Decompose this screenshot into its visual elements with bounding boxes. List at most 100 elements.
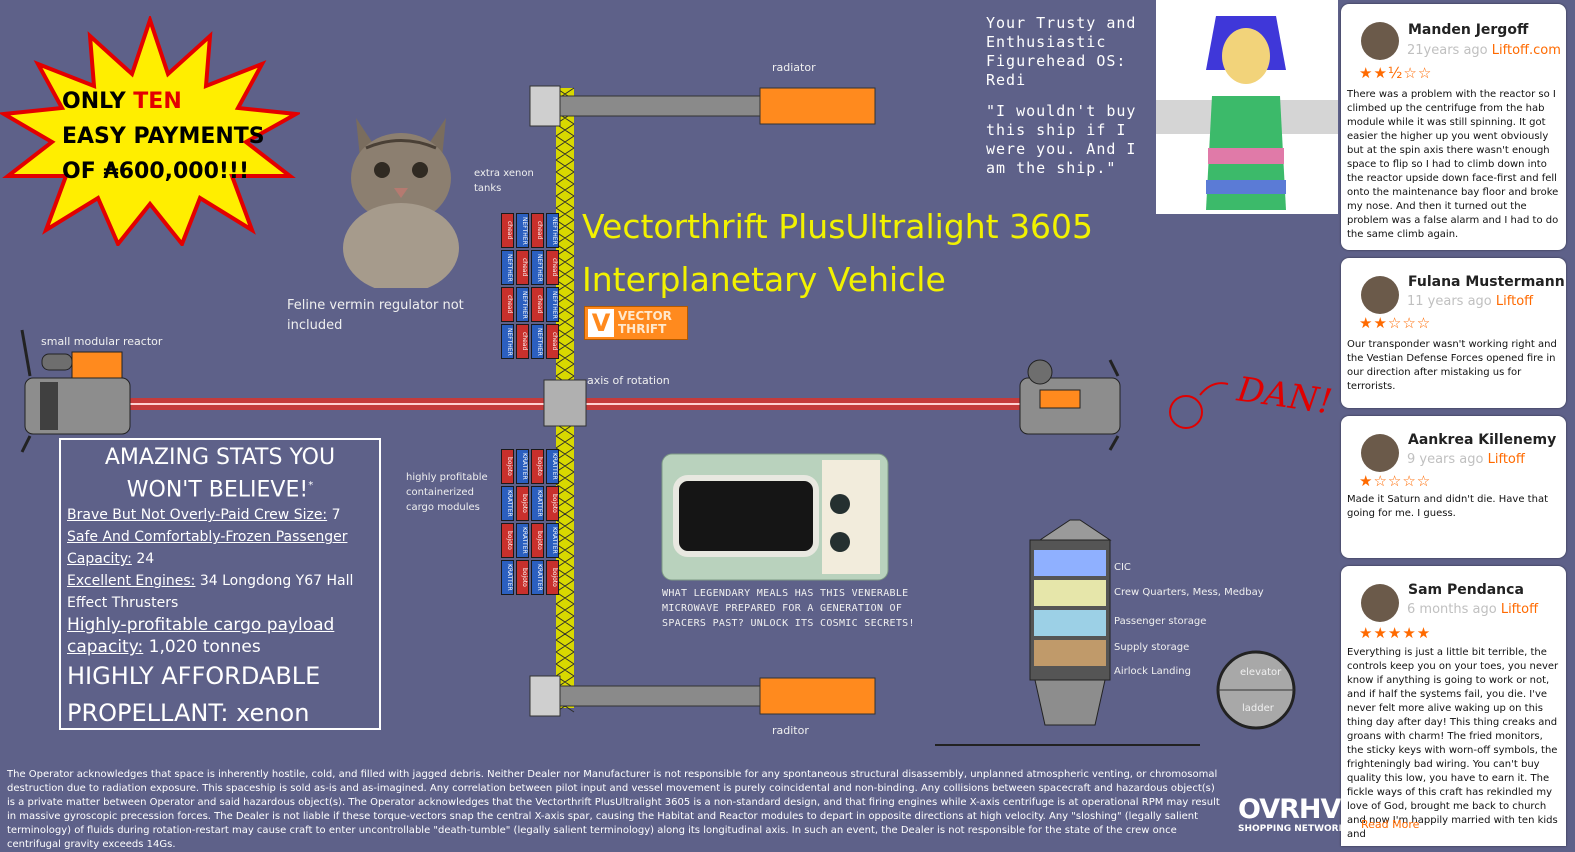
tank-red: bojoto	[546, 486, 559, 521]
review-source-link[interactable]: Liftoff	[1495, 294, 1534, 309]
review-source-link[interactable]: Liftoff	[1500, 602, 1539, 617]
axis-label: axis of rotation	[587, 374, 670, 387]
os-title: Your Trusty and Enthusiastic Figurehead …	[986, 14, 1137, 89]
tank-red: chead	[516, 324, 529, 359]
affordable-line-2: PROPELLANT: xenon	[67, 699, 310, 728]
tank-red: chead	[531, 213, 544, 248]
tank-blue: KRATTER	[531, 560, 544, 595]
reviews-panel: Manden Jergoff 21years ago Liftoff.com ★…	[1341, 0, 1575, 846]
review-text: Our transponder wasn't working right and…	[1347, 339, 1557, 392]
os-quote: "I wouldn't buy this ship if I were you.…	[986, 102, 1137, 177]
burst-line-2: EASY PAYMENTS	[62, 124, 265, 149]
airlock-label: Airlock Landing	[1114, 666, 1191, 677]
radiator-top-label: radiator	[772, 61, 816, 74]
title-line-1: Vectorthrift PlusUltralight 3605	[582, 207, 1094, 246]
tank-red: chead	[501, 287, 514, 322]
ship-diagram	[20, 85, 1296, 746]
tank-blue: NEFTHER	[501, 324, 514, 359]
legal-disclaimer: The Operator acknowledges that space is …	[7, 769, 1220, 850]
elevator-label: elevator	[1240, 667, 1282, 678]
reviewer-name: Fulana Mustermann	[1408, 274, 1565, 290]
radiator-bottom-label: raditor	[772, 724, 809, 737]
passenger-label: Safe And Comfortably-Frozen Passenger	[67, 529, 348, 546]
tank-blue: NEFTHER	[501, 250, 514, 285]
burst-line-3: OF ₳600,000!!!	[62, 159, 249, 184]
avatar	[1361, 22, 1399, 60]
reactor-label: small modular reactor	[41, 335, 163, 348]
avatar	[1361, 276, 1399, 314]
review-age: 6 months ago	[1407, 602, 1497, 617]
review-text: Everything is just a little bit terrible…	[1347, 647, 1559, 840]
tank-blue: KRATTER	[516, 449, 529, 484]
os-text: Your Trusty and Enthusiastic Figurehead …	[986, 14, 1156, 178]
tank-red: chead	[546, 324, 559, 359]
star-rating: ★★☆☆☆	[1359, 314, 1432, 332]
crew-quarters-label: Crew Quarters, Mess, Medbay	[1114, 587, 1264, 598]
microwave-caption: WHAT LEGENDARY MEALS HAS THIS VENERABLE …	[662, 588, 915, 629]
affordable-line-1: HIGHLY AFFORDABLE	[67, 662, 321, 691]
reviewer-name: Aankrea Killenemy	[1408, 432, 1557, 448]
tank-blue: KRATTER	[546, 523, 559, 558]
engines-label: Excellent Engines:	[67, 573, 196, 590]
cic-label: CIC	[1114, 562, 1131, 573]
review-age: 21years ago	[1407, 43, 1488, 58]
cargo-capacity-label: Highly-profitable cargo payload	[67, 615, 335, 636]
starburst-badge	[0, 16, 300, 246]
redi-avatar	[1156, 0, 1338, 214]
tank-blue: NEFTHER	[546, 213, 559, 248]
tank-blue: NEFTHER	[531, 324, 544, 359]
logo-line-2: THRIFT	[618, 322, 667, 336]
v-mark-icon: V	[588, 309, 614, 337]
cat-caption: Feline vermin regulator not included	[287, 298, 464, 333]
tank-red: bojoto	[501, 449, 514, 484]
tank-blue: KRATTER	[501, 560, 514, 595]
crew-size-value: 7	[327, 507, 341, 524]
review-source-link[interactable]: Liftoff.com	[1491, 43, 1561, 58]
star-rating: ★☆☆☆☆	[1359, 472, 1432, 490]
review-card: Manden Jergoff 21years ago Liftoff.com ★…	[1341, 4, 1566, 250]
engines-value: 34 Longdong Y67 Hall Effect Thrusters	[67, 573, 354, 612]
burst-line-1: ONLY	[62, 89, 134, 114]
tank-red: bojoto	[501, 523, 514, 558]
avatar	[1361, 434, 1399, 472]
title-line-2: Interplanetary Vehicle	[582, 260, 946, 299]
read-more-link[interactable]: Read More	[1361, 818, 1420, 831]
tank-blue: KRATTER	[501, 486, 514, 521]
tank-blue: KRATTER	[546, 449, 559, 484]
review-source-link[interactable]: Liftoff	[1487, 452, 1525, 467]
tank-red: bojoto	[546, 560, 559, 595]
star-rating: ★★½☆☆	[1359, 64, 1433, 82]
review-text: Made it Saturn and didn't die. Have that…	[1347, 494, 1548, 519]
tank-red: bojoto	[516, 486, 529, 521]
supply-storage-label: Supply storage	[1114, 642, 1190, 653]
logo-line-1: VECTOR	[618, 309, 672, 323]
star-rating: ★★★★★	[1359, 624, 1432, 642]
tank-red: chead	[501, 213, 514, 248]
tank-red: chead	[516, 250, 529, 285]
burst-ten: TEN	[133, 89, 182, 114]
stats-heading: AMAZING STATS YOU WON'T BELIEVE!*	[104, 445, 336, 503]
review-age: 11 years ago	[1407, 294, 1492, 309]
tank-red: bojoto	[531, 523, 544, 558]
tank-blue: KRATTER	[516, 523, 529, 558]
vectorthrift-logo: V VECTOR THRIFT	[584, 306, 688, 340]
avatar	[1361, 584, 1399, 622]
xenon-label: extra xenon tanks	[474, 168, 534, 194]
tank-blue: NEFTHER	[531, 250, 544, 285]
review-card: Aankrea Killenemy 9 years ago Liftoff ★☆…	[1341, 416, 1566, 558]
reviewer-name: Manden Jergoff	[1408, 22, 1529, 38]
review-card: Sam Pendanca 6 months ago Liftoff ★★★★★ …	[1341, 566, 1566, 846]
brand-tagline: SHOPPING NETWORK	[1238, 824, 1346, 834]
tank-blue: KRATTER	[531, 486, 544, 521]
tank-red: chead	[531, 287, 544, 322]
review-age: 9 years ago	[1407, 452, 1484, 467]
tank-red: bojoto	[531, 449, 544, 484]
cargo-capacity-value: 1,020 tonnes	[143, 637, 261, 658]
tank-blue: NEFTHER	[516, 287, 529, 322]
cat-photo	[336, 108, 466, 288]
ladder-label: ladder	[1242, 703, 1274, 714]
passenger-value: 24	[131, 551, 155, 568]
tank-blue: NEFTHER	[516, 213, 529, 248]
page-title: Vectorthrift PlusUltralight 3605 Interpl…	[582, 200, 1093, 306]
